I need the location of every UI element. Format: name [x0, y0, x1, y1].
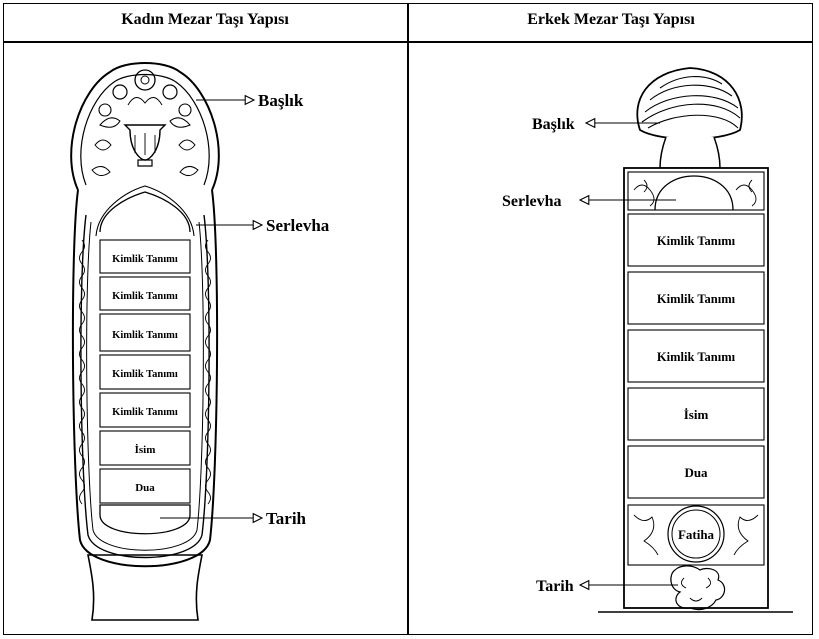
- female-panel-label: İsim: [135, 444, 156, 456]
- female-panel-label: Kimlik Tanımı: [112, 407, 178, 418]
- label-serlevha-male: Serlevha: [502, 193, 562, 210]
- label-baslik-female: Başlık: [258, 91, 304, 110]
- label-serlevha-female: Serlevha: [266, 216, 330, 235]
- male-panel-label: Kimlik Tanımı: [657, 292, 736, 306]
- male-panel-label: Kimlik Tanımı: [657, 234, 736, 248]
- female-panel-label: Dua: [135, 482, 155, 494]
- female-panel-label: Kimlik Tanımı: [112, 254, 178, 265]
- female-panels: Kimlik Tanımı Kimlik Tanımı Kimlik Tanım…: [100, 240, 190, 503]
- female-panel-label: Kimlik Tanımı: [112, 369, 178, 380]
- label-baslik-male: Başlık: [532, 116, 575, 133]
- male-panel-label: İsim: [684, 407, 709, 422]
- label-tarih-male: Tarih: [536, 578, 574, 595]
- male-panels: Kimlik Tanımı Kimlik Tanımı Kimlik Tanım…: [628, 214, 764, 542]
- label-tarih-female: Tarih: [266, 509, 307, 528]
- female-panel-label: Kimlik Tanımı: [112, 330, 178, 341]
- female-panel-label: Kimlik Tanımı: [112, 291, 178, 302]
- male-panel-label: Kimlik Tanımı: [657, 350, 736, 364]
- fatiha-label: Fatiha: [678, 527, 715, 542]
- male-panel-label: Dua: [684, 465, 708, 480]
